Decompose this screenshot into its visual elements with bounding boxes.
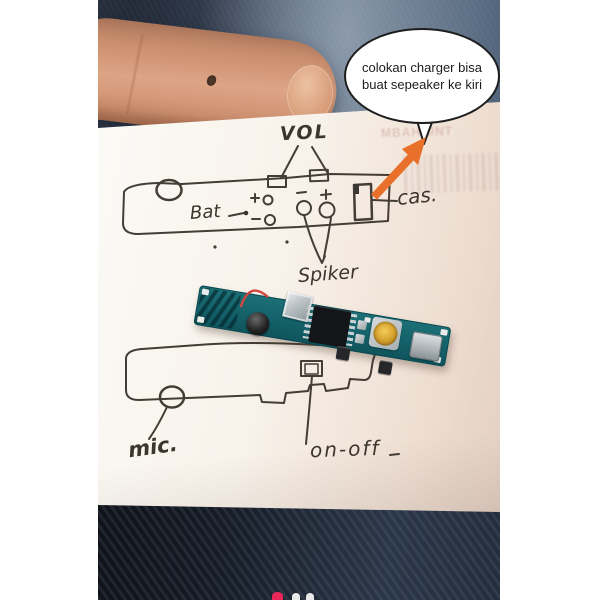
bat-arrow-dot — [243, 210, 249, 216]
spiker-arrowhead — [318, 255, 326, 264]
mole-spot — [205, 73, 219, 88]
smd-component — [356, 319, 368, 331]
hand-drawn-diagram — [122, 145, 400, 456]
solder-pad — [196, 316, 205, 324]
bat-label: Bat — [189, 200, 222, 225]
sketch-paper: MBAH UNT — [98, 102, 500, 512]
ic-chip — [308, 305, 352, 349]
bubble-text-line2: buat sepeaker ke kiri — [362, 77, 482, 92]
charger-port — [352, 182, 374, 222]
charging-connector — [408, 331, 443, 362]
mic-leader-line — [148, 406, 168, 440]
vol-button-right — [308, 168, 330, 183]
vol-button-left — [267, 175, 287, 188]
bat-plus-terminal — [262, 194, 274, 206]
finger-crease — [125, 34, 144, 116]
ink-dot-1 — [213, 245, 217, 249]
onoff-label: on-off — [309, 435, 381, 463]
bat-minus-terminal — [264, 214, 276, 226]
solder-pad — [201, 288, 210, 296]
gold-trimmer — [371, 319, 400, 348]
pcb-module — [193, 285, 452, 376]
mic-hole — [158, 385, 186, 409]
onoff-switch-inner — [304, 363, 319, 375]
charger-port-shade — [354, 184, 359, 194]
orange-arrow — [371, 137, 426, 200]
bottom-device-outline — [125, 342, 376, 404]
bubble-text-line1: colokan charger bisa — [362, 60, 482, 75]
watermark-fragment-red — [272, 592, 283, 600]
spk-plus-sign-stroke — [320, 189, 332, 200]
photo-of-sketch-and-pcb: MBAH UNT — [98, 0, 500, 600]
spiker-pointer-lines — [303, 214, 332, 258]
vol-label: VOL — [279, 120, 330, 146]
spiker-label: Spiker — [297, 260, 359, 288]
cas-leader-line — [372, 199, 398, 202]
spk-terminal-right — [318, 201, 336, 219]
speech-bubble: colokan charger bisa buat sepeaker ke ki… — [344, 28, 500, 124]
watermark-fragment-white — [306, 593, 314, 600]
spk-terminal-left — [296, 200, 312, 216]
tactile-button — [377, 360, 393, 376]
bat-arrow — [228, 212, 245, 217]
trimmer-base — [368, 316, 403, 351]
tactile-button — [335, 345, 351, 361]
red-wire — [239, 289, 269, 308]
watermark-fragment-white — [292, 593, 300, 600]
top-left-hole — [155, 178, 183, 202]
onoff-trailing-dash — [389, 453, 400, 456]
solder-pad — [440, 328, 448, 336]
spk-minus-sign-stroke — [296, 191, 307, 194]
top-device-outline — [122, 173, 391, 235]
onoff-leader-line — [305, 375, 313, 445]
smd-component — [354, 333, 365, 345]
vol-pointer-lines — [280, 145, 328, 179]
ink-dot-2 — [285, 240, 289, 244]
bat-plus-sign-stroke — [250, 193, 260, 203]
jeans-bottom — [98, 495, 500, 600]
